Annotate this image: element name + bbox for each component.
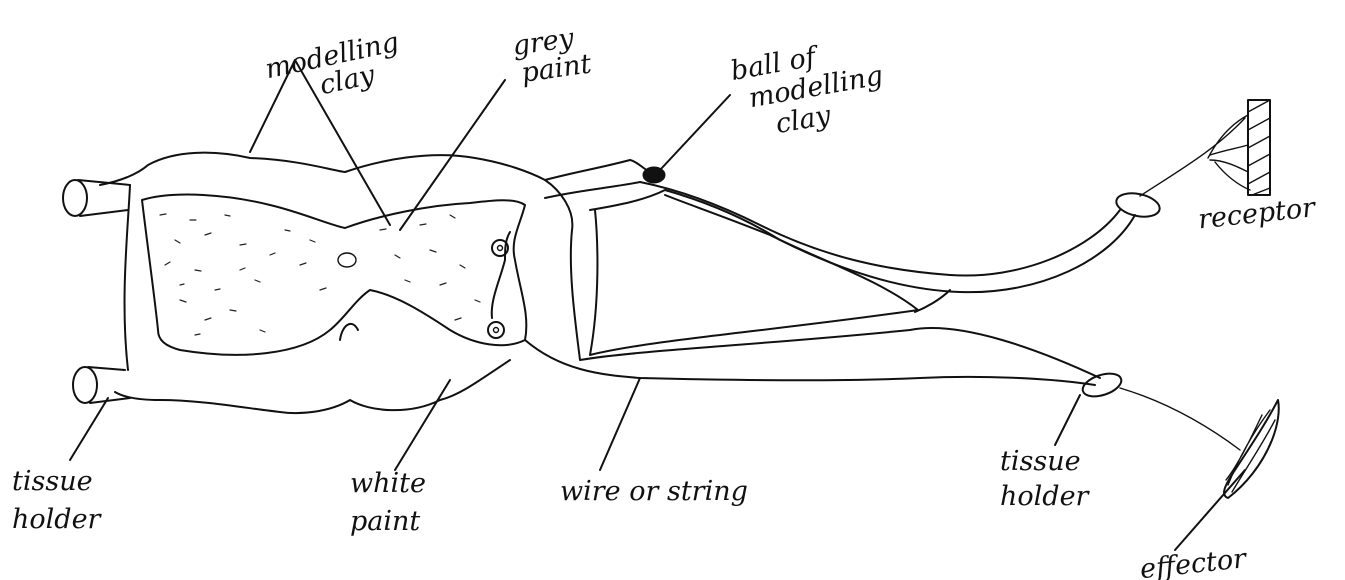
white-matter-outline (100, 153, 650, 413)
white-matter-left-edge (125, 185, 130, 370)
central-canal (338, 253, 356, 267)
label-modelling-clay: modelling clay (262, 25, 415, 112)
receptor-wires (1140, 115, 1250, 196)
tissue-holder-left-bottom (73, 367, 130, 403)
grey-paint-pointer (400, 80, 505, 230)
tissue-holder-left-pointer (70, 398, 108, 460)
label-receptor: receptor (1197, 192, 1319, 235)
label-tissue-holder-left: tissue holder (12, 466, 103, 535)
effector-wire (1120, 388, 1240, 450)
label-ball-of-modelling-clay: ball of modelling clay (728, 29, 899, 146)
receptor (1248, 100, 1270, 195)
motor-neuron-body (488, 322, 504, 338)
tissue-holder-left-top (63, 180, 130, 216)
white-paint-pointer (395, 380, 450, 470)
grey-matter-outline (142, 195, 526, 355)
wire-pointer (600, 378, 640, 470)
nerve-tube-upper (545, 182, 1120, 276)
effector-pointer (1175, 470, 1245, 550)
nerve-junction (915, 290, 950, 312)
grey-paint-specks (160, 214, 480, 335)
sensory-neuron-nucleus (498, 246, 503, 251)
tissue-holder-upper-right (1114, 190, 1162, 221)
tissue-holder-right-pointer (1055, 395, 1080, 445)
motor-neuron-nucleus (494, 328, 499, 333)
label-white-paint: white paint (350, 468, 435, 537)
label-grey-paint: grey paint (511, 21, 594, 90)
tissue-holder-lower-right (1080, 369, 1124, 400)
nerve-tube-lower (525, 340, 1095, 385)
label-wire-or-string: wire or string (560, 476, 748, 507)
label-tissue-holder-right: tissue holder (1000, 446, 1091, 512)
ball-pointer (660, 95, 730, 170)
label-effector: effector (1139, 543, 1250, 580)
ventral-fissure (340, 324, 358, 340)
